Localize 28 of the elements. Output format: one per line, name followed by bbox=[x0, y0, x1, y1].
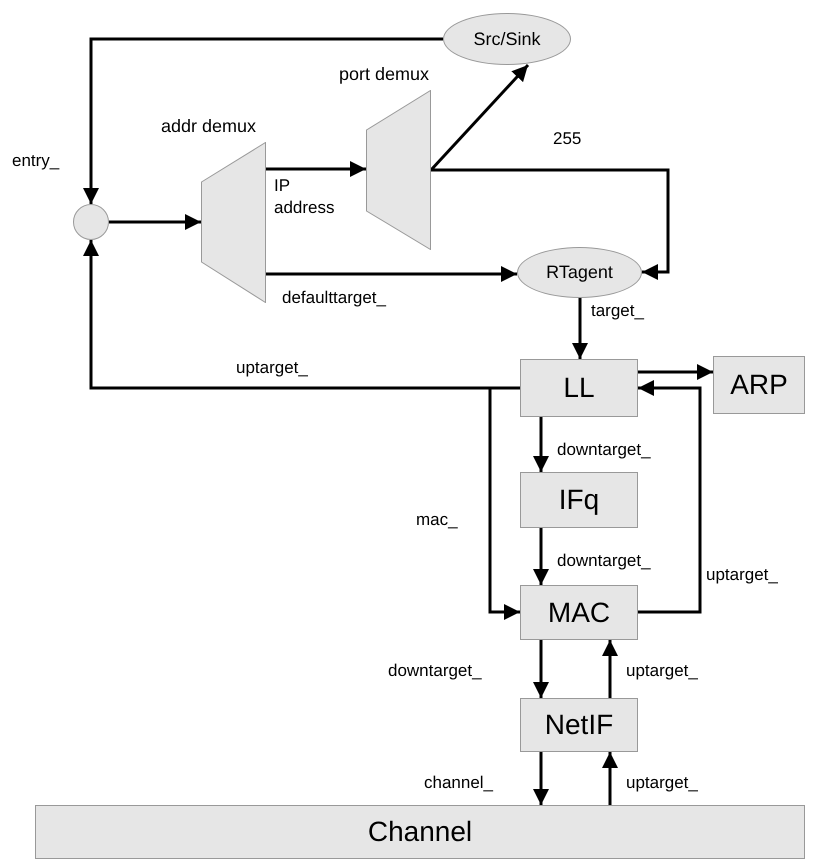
arrow bbox=[533, 528, 549, 585]
arrow bbox=[533, 640, 549, 698]
demux-trapezoid bbox=[201, 142, 266, 303]
arrow bbox=[430, 64, 530, 172]
demux-label: port demux bbox=[339, 63, 430, 85]
demux-trapezoid bbox=[366, 90, 431, 250]
arrow bbox=[431, 168, 670, 280]
module-box: ARP bbox=[713, 356, 805, 414]
arrow bbox=[638, 380, 702, 614]
arrow bbox=[266, 161, 366, 177]
arrow bbox=[602, 752, 618, 805]
arrow bbox=[533, 417, 549, 472]
arrow bbox=[83, 38, 443, 204]
arrow bbox=[572, 298, 588, 359]
agent-ellipse: RTagent bbox=[517, 247, 642, 298]
agent-ellipse: Src/Sink bbox=[443, 13, 571, 65]
module-box: IFq bbox=[520, 472, 638, 528]
arrow bbox=[488, 386, 520, 620]
channel-bar: Channel bbox=[35, 805, 805, 859]
arrow bbox=[638, 364, 713, 380]
module-box: MAC bbox=[520, 585, 638, 640]
arrow bbox=[109, 214, 201, 230]
arrow bbox=[602, 640, 618, 698]
arrow bbox=[266, 266, 517, 282]
arrow bbox=[533, 752, 549, 805]
demux-label: addr demux bbox=[161, 115, 256, 137]
module-box: NetIF bbox=[520, 698, 638, 752]
module-box: LL bbox=[520, 359, 638, 417]
